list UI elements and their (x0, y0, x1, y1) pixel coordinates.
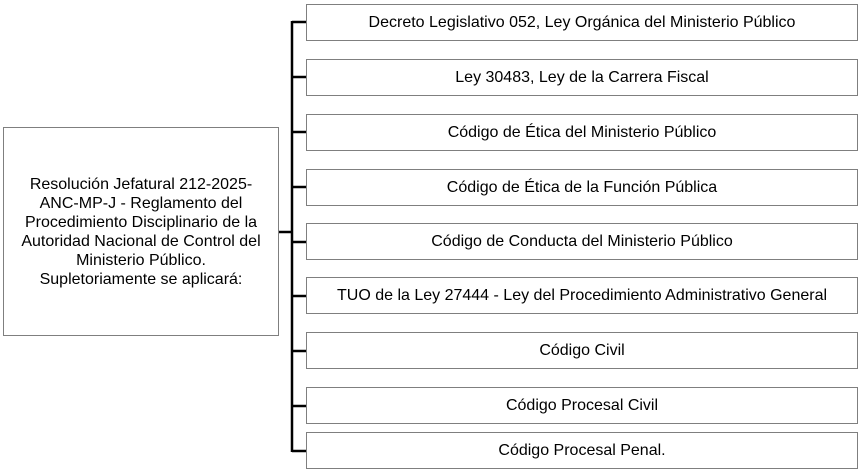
leaf-label: Código Procesal Civil (505, 396, 659, 414)
leaf-node-codigo-procesal-civil: Código Procesal Civil (306, 387, 858, 424)
leaf-label: Código Civil (539, 341, 625, 359)
root-line: Procedimiento Disciplinario de la (24, 213, 258, 231)
leaf-node-codigo-procesal-penal: Código Procesal Penal. (306, 432, 858, 469)
leaf-node-ley-30483: Ley 30483, Ley de la Carrera Fiscal (306, 59, 858, 96)
root-node: Resolución Jefatural 212-2025- ANC-MP-J … (3, 127, 279, 336)
leaf-node-codigo-etica-funcion: Código de Ética de la Función Pública (306, 169, 858, 206)
leaf-node-codigo-etica-ministerio: Código de Ética del Ministerio Público (306, 114, 858, 151)
leaf-label: Código de Conducta del Ministerio Públic… (431, 232, 733, 250)
leaf-label: TUO de la Ley 27444 - Ley del Procedimie… (336, 286, 828, 304)
leaf-node-decreto-legislativo-052: Decreto Legislativo 052, Ley Orgánica de… (306, 4, 858, 41)
leaf-label: Decreto Legislativo 052, Ley Orgánica de… (368, 13, 796, 31)
leaf-node-tuo-ley-27444: TUO de la Ley 27444 - Ley del Procedimie… (306, 277, 858, 314)
root-node-text: Resolución Jefatural 212-2025- ANC-MP-J … (21, 175, 260, 289)
root-line: ANC-MP-J - Reglamento del (39, 194, 243, 212)
leaf-label: Código de Ética del Ministerio Público (447, 123, 717, 141)
leaf-label: Código de Ética de la Función Pública (446, 178, 718, 196)
root-line: Autoridad Nacional de Control del (21, 232, 261, 250)
leaf-label: Código Procesal Penal. (498, 441, 666, 459)
leaf-node-codigo-civil: Código Civil (306, 332, 858, 369)
root-line: Ministerio Público. (76, 251, 206, 269)
root-line: Resolución Jefatural 212-2025- (29, 175, 253, 193)
leaf-label: Ley 30483, Ley de la Carrera Fiscal (455, 68, 709, 86)
root-line: Supletoriamente se aplicará: (39, 270, 243, 288)
leaf-node-codigo-conducta: Código de Conducta del Ministerio Públic… (306, 223, 858, 260)
